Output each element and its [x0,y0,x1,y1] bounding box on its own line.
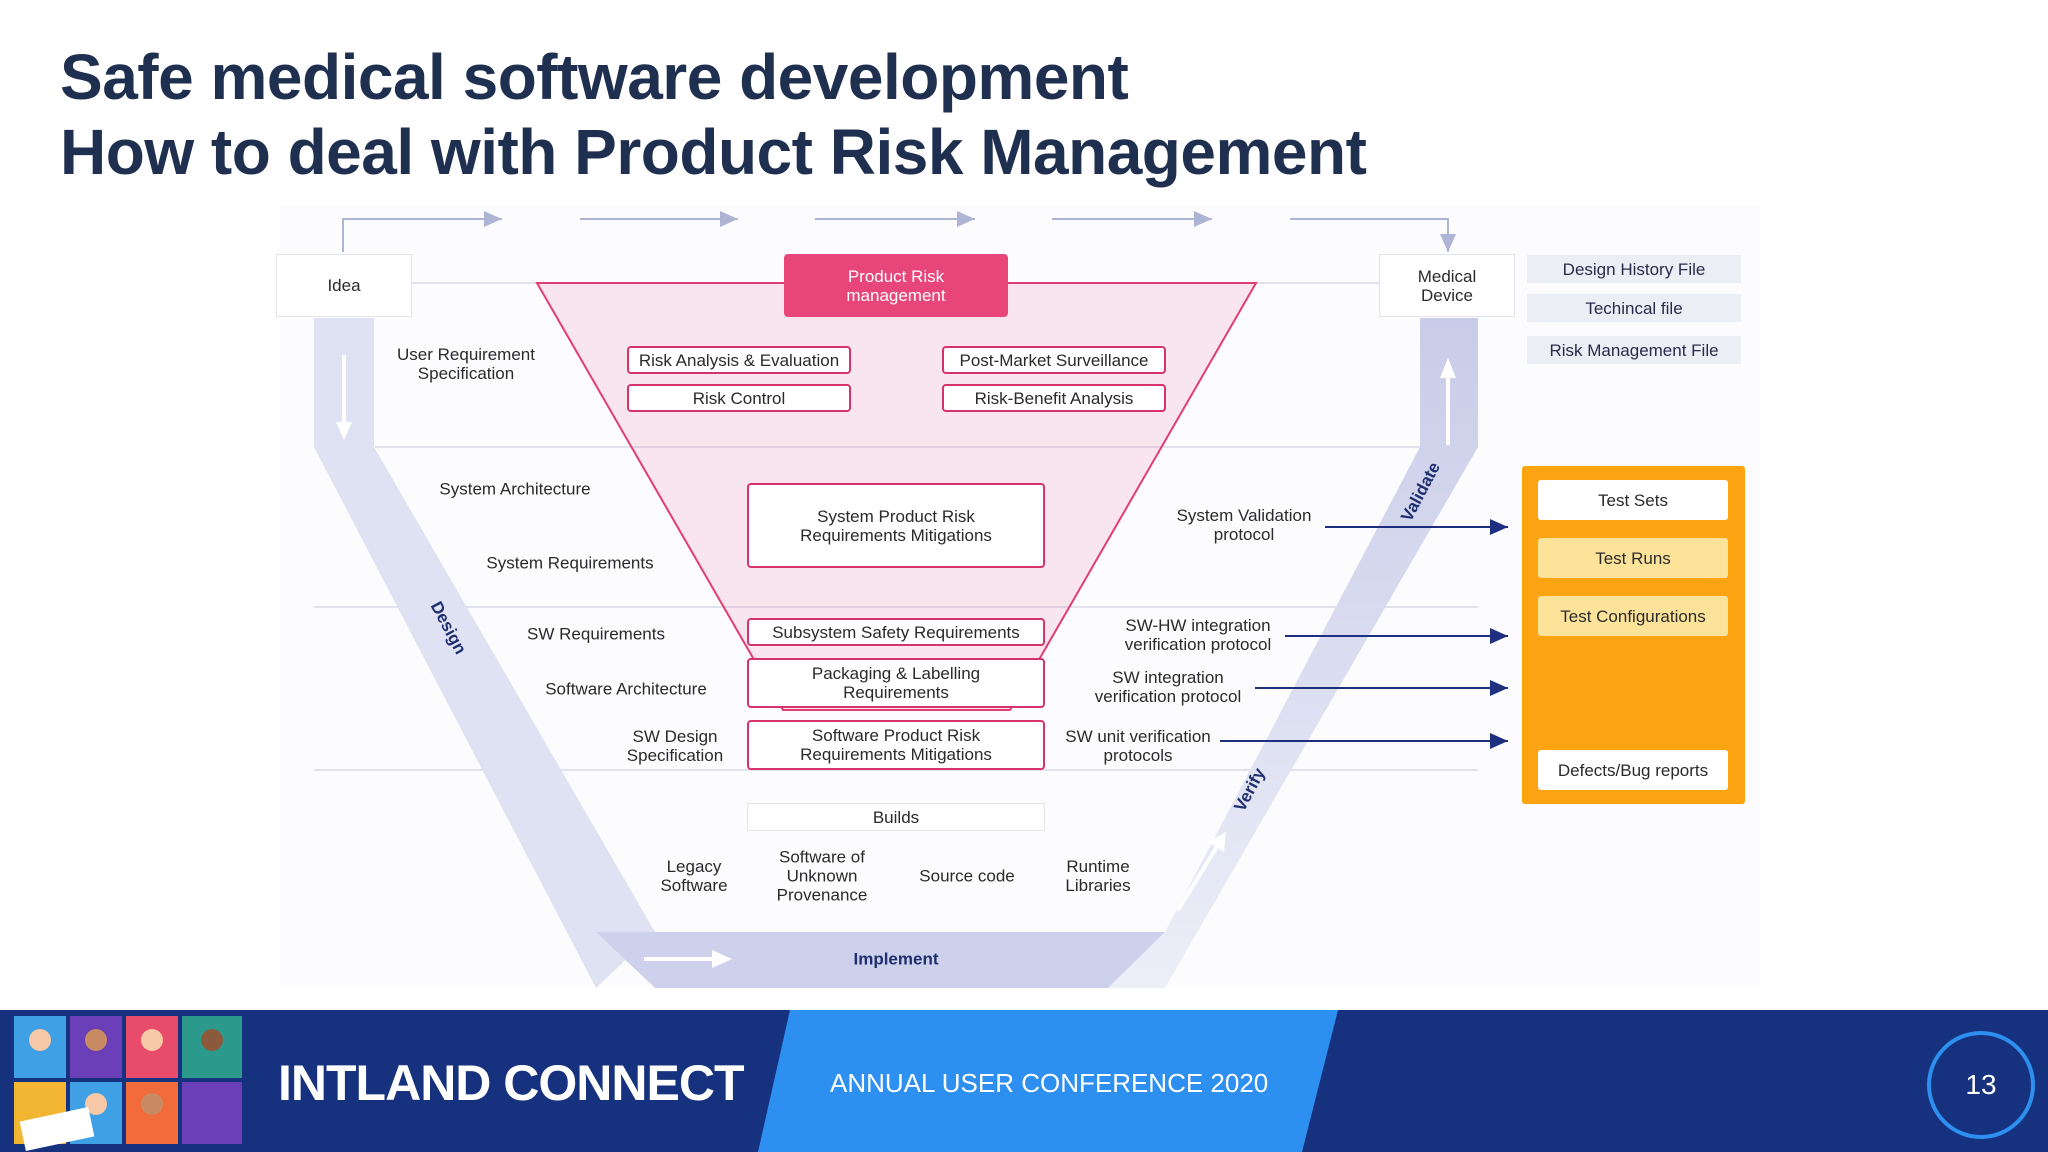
risk-management-header: Product Risk management [784,254,1008,317]
packaging-box: Packaging & Labelling Requirements [747,658,1045,708]
page-number: 13 [1965,1069,1997,1100]
top-flow-arrows [342,211,1456,252]
risk-management-file-box: Risk Management File [1527,336,1741,364]
design-history-file-box: Design History File [1527,255,1741,283]
test-runs-item: Test Runs [1538,538,1728,578]
risk-control-label: Risk Control [692,388,786,408]
risk-benefit-box: Risk-Benefit Analysis [942,384,1166,412]
risk-control-box: Risk Control [627,384,851,412]
defects-bug-reports-item: Defects/Bug reports [1538,750,1728,790]
test-sets-label: Test Sets [1598,490,1668,510]
idea-box: Idea [276,254,412,317]
post-market-label: Post-Market Surveillance [959,350,1149,370]
risk-analysis-label: Risk Analysis & Evaluation [638,350,840,370]
verify-validate-band [1108,318,1478,988]
runtime-libraries-label: Runtime Libraries [1065,857,1131,895]
defects-bug-reports-label: Defects/Bug reports [1557,760,1709,780]
design-band [314,318,655,988]
design-history-file-label: Design History File [1562,259,1706,279]
legacy-software-label: Legacy Software [660,857,728,895]
source-code-label: Source code [919,866,1015,886]
risk-benefit-label: Risk-Benefit Analysis [974,388,1134,408]
system-validation-label: System Validation protocol [1176,506,1312,544]
test-configurations-item: Test Configurations [1538,596,1728,636]
subsystem-safety-box: Subsystem Safety Requirements [747,618,1045,646]
test-runs-label: Test Runs [1595,548,1671,568]
implement-phase-label: Implement [853,949,939,969]
subsystem-safety-label: Subsystem Safety Requirements [772,622,1020,642]
sw-requirements-label: SW Requirements [527,624,665,644]
technical-file-box: Techincal file [1527,294,1741,322]
protocol-arrows [1220,519,1508,749]
sw-design-spec-label: SW Design Specification [626,727,724,765]
software-mitigations-box: Software Product Risk Requirements Mitig… [747,720,1045,770]
risk-management-label: Product Risk management [846,266,946,305]
system-architecture-label: System Architecture [439,479,591,499]
system-mitigations-label: System Product Risk Requirements Mitigat… [800,506,992,545]
technical-file-label: Techincal file [1585,298,1683,318]
sw-hw-integration-label: SW-HW integration verification protocol [1124,616,1272,654]
conference-illustration [14,1016,242,1151]
builds-box: Builds [747,803,1045,831]
sw-unit-verification-label: SW unit verification protocols [1065,727,1211,765]
footer-art [0,1010,2048,1152]
builds-label: Builds [872,807,920,827]
medical-device-box: Medical Device [1379,254,1515,317]
risk-management-file-label: Risk Management File [1549,340,1719,360]
footer-event: ANNUAL USER CONFERENCE 2020 [830,1068,1269,1098]
footer-brand: INTLAND CONNECT [278,1055,745,1111]
medical-device-label: Medical Device [1417,266,1477,305]
risk-analysis-box: Risk Analysis & Evaluation [627,346,851,374]
slide-title-line1: Safe medical software development [60,41,1129,113]
band-arrows [336,355,1456,968]
system-requirements-label: System Requirements [486,553,654,573]
slide-title-line2: How to deal with Product Risk Management [60,116,1367,188]
sw-integration-label: SW integration verification protocol [1094,668,1242,706]
user-requirement-label: User Requirement Specification [397,345,535,383]
implement-band [596,932,1165,988]
system-mitigations-box: System Product Risk Requirements Mitigat… [747,483,1045,568]
packaging-label: Packaging & Labelling Requirements [811,664,981,702]
soup-label: Software of Unknown Provenance [776,847,868,905]
software-architecture-label: Software Architecture [545,679,707,699]
test-configurations-label: Test Configurations [1560,606,1706,626]
slide-title: Safe medical software development How to… [60,40,1367,190]
idea-label: Idea [327,276,361,295]
software-mitigations-label: Software Product Risk Requirements Mitig… [800,726,992,764]
test-sets-item: Test Sets [1538,480,1728,520]
diagram-panel [280,205,1760,985]
post-market-box: Post-Market Surveillance [942,346,1166,374]
